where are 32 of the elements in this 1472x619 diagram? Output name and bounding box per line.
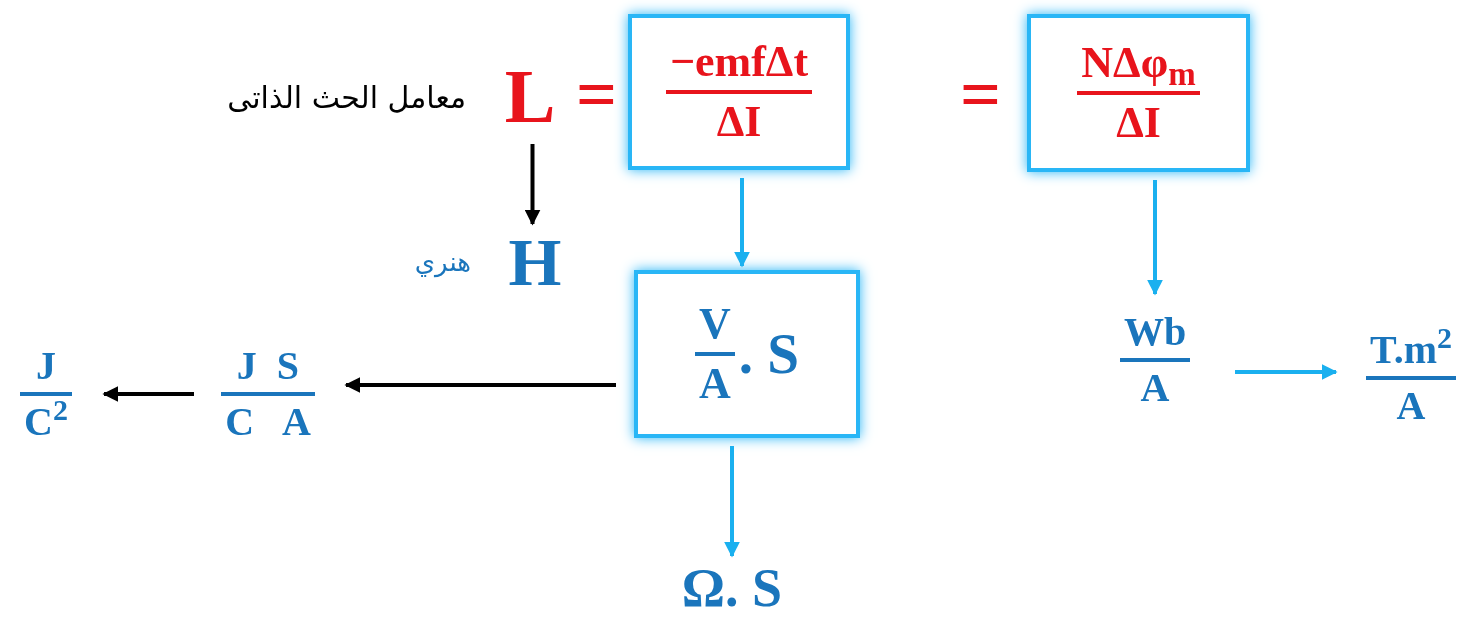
numerator: T.m$^{2}$ — [1369, 328, 1453, 372]
denominator: C A — [224, 400, 312, 444]
formula-term: . S — [738, 322, 800, 386]
arabic-caption: معامل الحث الذاتى — [227, 78, 466, 117]
arabic-caption: هنري — [414, 245, 471, 280]
formula-symbol: H — [508, 224, 562, 300]
formula-box — [628, 14, 850, 170]
numerator: J S — [235, 344, 301, 388]
denominator: ΔI — [715, 98, 763, 147]
denominator: A — [1395, 384, 1427, 428]
arrow — [1235, 364, 1338, 380]
arrow — [724, 446, 740, 558]
numerator: −emfΔt — [668, 37, 810, 86]
arrow — [344, 377, 616, 393]
arrow — [734, 178, 750, 268]
numerator: V — [697, 299, 732, 348]
equals-sign: = — [576, 58, 618, 130]
equals-sign: = — [960, 58, 1002, 130]
formula-box — [1027, 14, 1250, 172]
denominator: A — [1139, 366, 1171, 410]
formula-symbol: L — [504, 55, 556, 139]
numerator: Wb — [1122, 310, 1188, 354]
numerator: NΔφ$_{m}$ — [1080, 38, 1197, 87]
arrow — [1147, 180, 1163, 296]
formula-box — [634, 270, 860, 438]
denominator: ΔI — [1115, 99, 1162, 148]
arrow — [524, 144, 541, 226]
denominator: A — [697, 360, 732, 409]
numerator: J — [35, 344, 57, 388]
arrow — [102, 386, 194, 402]
formula-symbol: Ω. S — [681, 559, 783, 619]
denominator: C$^{2}$ — [23, 400, 69, 444]
